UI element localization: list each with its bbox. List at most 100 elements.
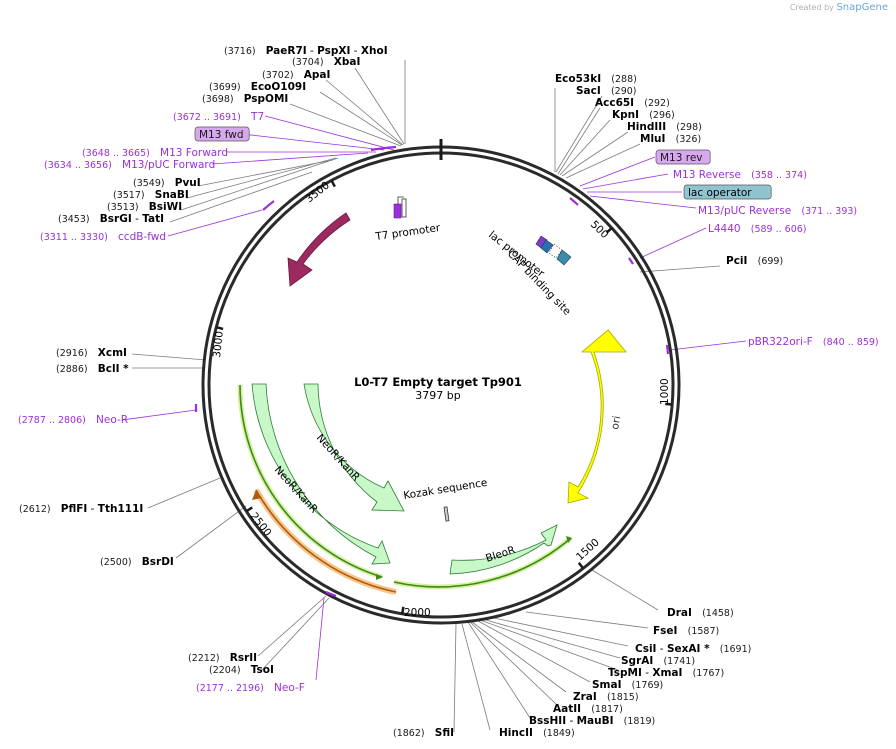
enzyme-position: (298): [676, 122, 702, 133]
enzyme-name: PvuI: [175, 177, 201, 189]
enzyme-position: (699): [758, 256, 784, 267]
primer-label-neor: (2787 .. 2806) Neo-R: [18, 408, 128, 427]
enzyme-name: ZraI: [573, 691, 597, 703]
t7-promoter-feature: [393, 196, 407, 219]
enzyme-label-pvui: (3549) PvuI: [133, 171, 201, 190]
enzyme-name: TsoI: [251, 664, 274, 676]
enzyme-name: PaeR7I: [266, 45, 307, 57]
enzyme-position: (1587): [688, 626, 720, 637]
enzyme-name: SmaI: [592, 679, 622, 691]
neor-inner-feature: [303, 383, 405, 512]
primer-name: Neo-F: [274, 682, 305, 694]
enzyme-position: (3517): [113, 190, 145, 201]
enzyme-position: (1849): [543, 728, 575, 739]
enzyme-extra: -: [132, 213, 142, 225]
primer-label-lacop: lac operator: [688, 187, 752, 199]
enzyme-name: PspOMI: [244, 93, 289, 105]
tick-label-2000: 2000: [404, 607, 431, 619]
enzyme-position: (1458): [702, 608, 734, 619]
neor-inner-label: NeoR/KanR: [314, 432, 362, 484]
ccdb-feature: [287, 212, 351, 287]
enzyme-name: MluI: [640, 133, 665, 145]
enzyme-position: (1815): [607, 692, 639, 703]
tick-mark: [216, 325, 224, 331]
tick-mark: [330, 179, 336, 188]
ori-label: ori: [609, 415, 623, 431]
enzyme-name: HindIII: [627, 121, 666, 133]
primer-label-l4440: L4440 (589 .. 606): [708, 217, 807, 236]
tick-mark: [577, 562, 585, 570]
primer-box: [655, 149, 711, 165]
primer-name: ccdB-fwd: [118, 231, 166, 243]
enzyme-position: (1862): [393, 728, 425, 739]
enzyme-position: (1741): [663, 656, 695, 667]
tick-label-1500: 1500: [574, 536, 602, 563]
primer-range: (2177 .. 2196): [196, 683, 264, 694]
watermark-prefix: Created by: [789, 3, 834, 12]
primer-label-m13pucfwd: (3634 .. 3656) M13/pUC Forward: [44, 153, 215, 172]
enzyme-name: TspMI: [608, 667, 642, 679]
enzyme-position: (1691): [720, 644, 752, 655]
primer-name: L4440: [708, 223, 741, 235]
enzyme-labels: (3716) PaeR7I - PspXI - XhoI(3704) XbaI(…: [19, 45, 784, 740]
enzyme-position: (2500): [100, 557, 132, 568]
enzyme-position: (3716): [224, 46, 256, 57]
primer-range: (358 .. 374): [751, 170, 807, 181]
enzyme-position: (2204): [209, 665, 241, 676]
bleor-feature: [449, 524, 558, 575]
enzyme-extra: Tth111I: [98, 503, 143, 515]
enzyme-name: Eco53kI: [555, 73, 601, 85]
enzyme-name: Acc65I: [595, 97, 634, 109]
enzyme-label-bcli: (2886) BclI *: [56, 357, 129, 376]
primer-label-m13reverse: M13 Reverse (358 .. 374): [673, 163, 807, 182]
enzyme-extra: TatI: [142, 213, 164, 225]
enzyme-extra: MauBI: [577, 715, 614, 727]
primer-name: pBR322ori-F: [748, 336, 813, 348]
enzyme-position: (1767): [693, 668, 725, 679]
enzyme-name: ApaI: [304, 69, 331, 81]
primer-name: M13 Forward: [160, 147, 228, 159]
enzyme-label-smai: SmaI (1769): [592, 673, 663, 692]
enzyme-position: (3513): [107, 202, 139, 213]
enzyme-label-fsei: FseI (1587): [653, 619, 719, 638]
enzyme-label-bsshii: BssHII - MauBI (1819): [529, 709, 655, 728]
enzyme-name: HincII: [499, 727, 533, 739]
enzyme-label-snabi: (3517) SnaBI: [113, 183, 189, 202]
enzyme-label-kpni: KpnI (296): [612, 103, 675, 122]
primer-range: (3311 .. 3330): [40, 232, 108, 243]
enzyme-position: (2612): [19, 504, 51, 515]
enzyme-name: BssHII: [529, 715, 566, 727]
watermark-brand: SnapGene: [836, 2, 888, 13]
enzyme-label-hincii: HincII (1849): [499, 721, 575, 740]
enzyme-label-bsrgi: (3453) BsrGI - TatI: [58, 207, 164, 226]
enzyme-name: XbaI: [334, 56, 361, 68]
enzyme-extra: -: [656, 643, 666, 655]
primer-name: T7: [250, 111, 264, 123]
enzyme-label-pspomi: (3698) PspOMI: [202, 87, 288, 106]
enzyme-position: (290): [611, 86, 637, 97]
enzyme-label-bsiwi: (3513) BsiWI: [107, 195, 182, 214]
primer-label-m13rev: M13 rev: [660, 152, 703, 164]
enzyme-position: (288): [611, 74, 637, 85]
enzyme-label-bsrdi: (2500) BsrDI: [100, 550, 174, 569]
enzyme-leader-lines: [131, 60, 721, 733]
enzyme-extra: PspXI: [317, 45, 350, 57]
enzyme-name: SgrAI: [621, 655, 653, 667]
primer-name: M13/pUC Reverse: [698, 205, 791, 217]
enzyme-label-xcmi: (2916) XcmI: [56, 341, 127, 360]
enzyme-label-drai: DraI (1458): [667, 601, 734, 620]
enzyme-position: (3453): [58, 214, 90, 225]
enzyme-name: FseI: [653, 625, 677, 637]
enzyme-position: (3704): [292, 57, 324, 68]
enzyme-label-zrai: ZraI (1815): [573, 685, 639, 704]
enzyme-name: KpnI: [612, 109, 639, 121]
tick-mark: [400, 606, 405, 614]
enzyme-extra: XmaI: [652, 667, 682, 679]
primer-box: [683, 184, 772, 200]
primer-range: (2787 .. 2806): [18, 415, 86, 426]
enzyme-label-aatii: AatII (1817): [553, 697, 623, 716]
enzyme-extra: -: [566, 715, 576, 727]
t7-promoter-label: T7 promoter: [374, 222, 442, 243]
